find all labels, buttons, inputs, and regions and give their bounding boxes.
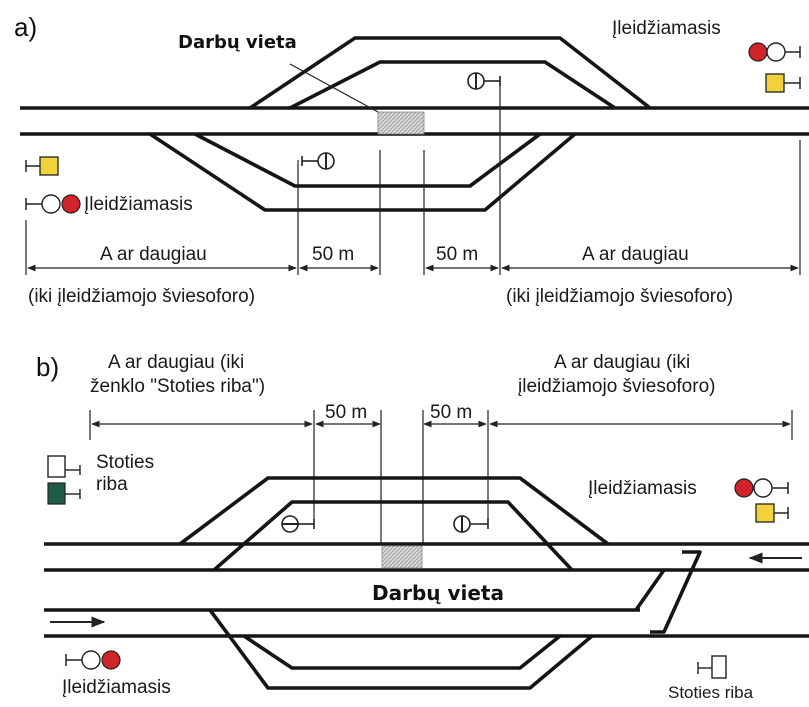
- stop-board-sign: [301, 152, 335, 170]
- signal-label-right: Įleidžiamasis: [588, 478, 697, 499]
- work-site-area: [377, 111, 425, 135]
- upper-siding-inner: [289, 60, 616, 110]
- distance-50-label: 50 m: [325, 402, 367, 423]
- home-signal-icon: [65, 650, 121, 670]
- signal-label-left: Įleidžiamasis: [84, 194, 193, 215]
- lower-siding-outer: [149, 132, 577, 212]
- header-label: A ar daugiau (iki: [554, 352, 690, 373]
- panel-b-tag: b): [36, 352, 59, 382]
- signal-label-right: Įleidžiamasis: [612, 18, 721, 39]
- lower-siding-outer: [208, 608, 594, 690]
- yellow-board-icon: [25, 156, 59, 176]
- upper-siding-outer: [178, 476, 610, 546]
- upper-siding-outer: [249, 36, 652, 110]
- yellow-board-icon: [755, 503, 789, 523]
- stop-board-sign: [467, 72, 501, 90]
- distance-50-label: 50 m: [430, 402, 472, 423]
- panel-b: b) A ar daugiau (iki ženklo "Stoties rib…: [36, 352, 809, 702]
- header-label: ženklo "Stoties riba"): [90, 376, 265, 397]
- note-label: (iki įleidžiamojo šviesoforo): [28, 286, 255, 307]
- note-label: (iki įleidžiamojo šviesoforo): [506, 286, 733, 307]
- distance-50-label: 50 m: [436, 244, 478, 265]
- station-boundary-label: riba: [96, 474, 128, 495]
- header-label: A ar daugiau (iki: [108, 352, 244, 373]
- header-label: įleidžiamojo šviesoforo): [518, 376, 715, 397]
- lower-siding-inner: [194, 132, 542, 188]
- crossover-track: [634, 568, 666, 612]
- home-signal-icon: [748, 42, 801, 62]
- signal-label-left: Įleidžiamasis: [62, 677, 171, 698]
- station-boundary-label: Stoties: [96, 452, 154, 473]
- lower-siding-inner: [243, 634, 562, 670]
- distance-label: A ar daugiau: [582, 244, 689, 265]
- work-site-leader: [289, 63, 379, 113]
- home-signal-icon: [25, 194, 81, 214]
- stop-board-sign: [453, 515, 489, 533]
- station-boundary-sign: [47, 455, 81, 505]
- panel-a: a) Darbų vieta: [14, 12, 809, 307]
- distance-50-label: 50 m: [312, 244, 354, 265]
- work-site-area: [381, 545, 423, 569]
- station-boundary-label: Stoties riba: [668, 683, 754, 702]
- upper-siding-inner: [212, 500, 574, 572]
- yellow-board-icon: [765, 73, 801, 93]
- home-signal-icon: [734, 478, 789, 498]
- stop-board-sign: [281, 515, 315, 533]
- crossover-track: [650, 550, 702, 634]
- station-boundary-sign: [697, 655, 727, 679]
- panel-a-tag: a): [14, 12, 37, 42]
- distance-label: A ar daugiau: [100, 244, 207, 265]
- work-site-label: Darbų vieta: [372, 581, 504, 605]
- work-site-label: Darbų vieta: [178, 32, 297, 53]
